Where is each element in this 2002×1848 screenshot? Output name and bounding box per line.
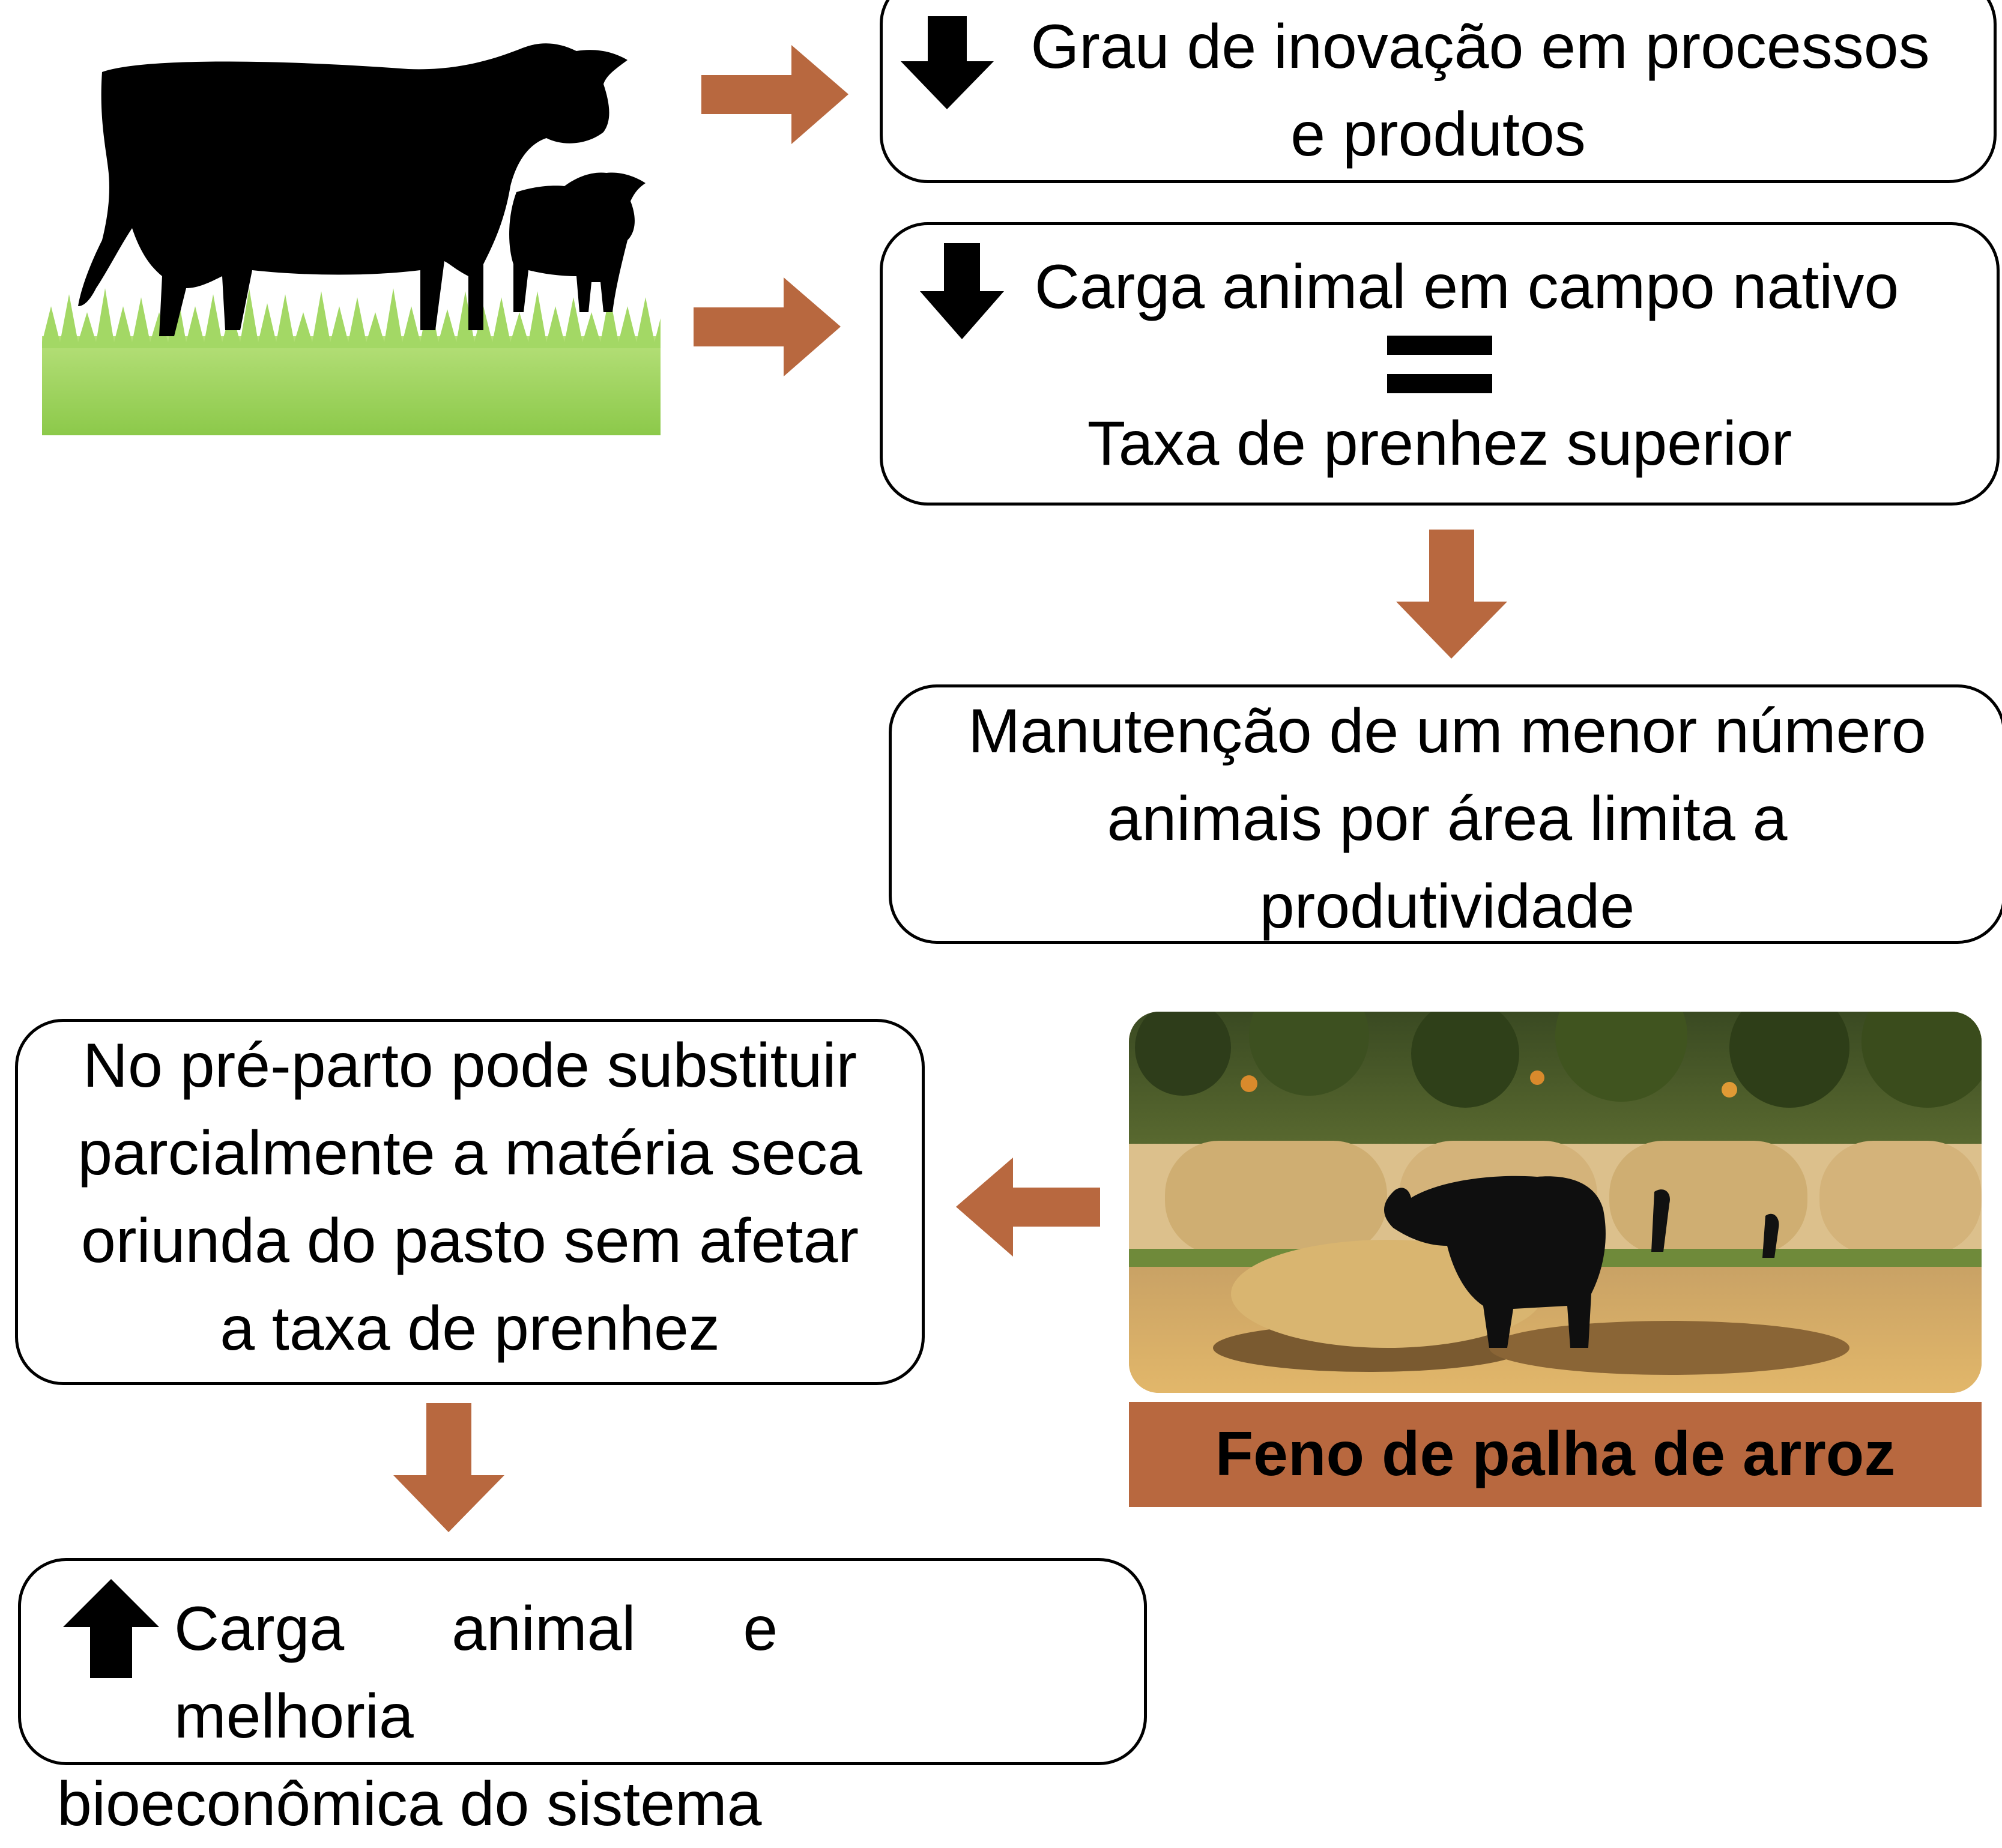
productivity-line-1: Manutenção de um menor número bbox=[968, 696, 1926, 766]
photo-caption-text: Feno de palha de arroz bbox=[1215, 1419, 1896, 1489]
equals-icon bbox=[1387, 336, 1492, 393]
prepartum-line-1: No pré-parto pode substituir bbox=[82, 1031, 857, 1101]
bioeconomic-box: Carga animal e melhoria bioeconômica do … bbox=[18, 1558, 1147, 1839]
productivity-line-2: animais por área limita a bbox=[1107, 784, 1788, 854]
stocking-rate-line: Carga animal em campo nativo bbox=[1034, 252, 1899, 322]
innovation-box: Grau de inovação em processos e produtos bbox=[880, 0, 1997, 183]
pregnancy-rate-line: Taxa de prenhez superior bbox=[1087, 409, 1792, 479]
down-arrow-icon bbox=[920, 243, 1004, 339]
down-arrow-connector-1 bbox=[1396, 530, 1507, 659]
cow-silhouette bbox=[78, 43, 628, 336]
right-arrow-1 bbox=[701, 45, 848, 144]
bioeconomic-line-1-text: Carga animal e melhoria bbox=[174, 1594, 778, 1751]
bioeconomic-line-2: bioeconômica do sistema bbox=[57, 1769, 762, 1839]
right-arrow-2 bbox=[694, 277, 841, 376]
rice-straw-hay-photo bbox=[1129, 1012, 1982, 1393]
calf-silhouette bbox=[509, 172, 646, 312]
down-arrow-connector-2 bbox=[393, 1403, 504, 1532]
prepartum-line-4: a taxa de prenhez bbox=[220, 1294, 720, 1363]
down-arrow-icon bbox=[901, 16, 994, 109]
cow-calf-grass-illustration bbox=[42, 43, 661, 435]
prepartum-line-3: oriunda do pasto sem afetar bbox=[80, 1206, 859, 1276]
prepartum-line-2: parcialmente a matéria seca bbox=[77, 1119, 862, 1188]
prepartum-box: No pré-parto pode substituir parcialment… bbox=[15, 1019, 925, 1385]
up-arrow-icon bbox=[63, 1579, 159, 1678]
productivity-box: Manutenção de um menor número animais po… bbox=[889, 684, 2002, 944]
left-arrow-connector bbox=[956, 1158, 1100, 1257]
stocking-rate-box: Carga animal em campo nativo Taxa de pre… bbox=[880, 222, 2000, 506]
innovation-line-1: Grau de inovação em processos bbox=[1030, 12, 1930, 82]
productivity-line-3: produtividade bbox=[1259, 872, 1635, 941]
innovation-line-2: e produtos bbox=[1290, 100, 1586, 169]
bioeconomic-line-1: Carga animal e melhoria bbox=[21, 1585, 1144, 1760]
photo-caption: Feno de palha de arroz bbox=[1129, 1402, 1982, 1507]
grass-shape bbox=[42, 288, 661, 435]
